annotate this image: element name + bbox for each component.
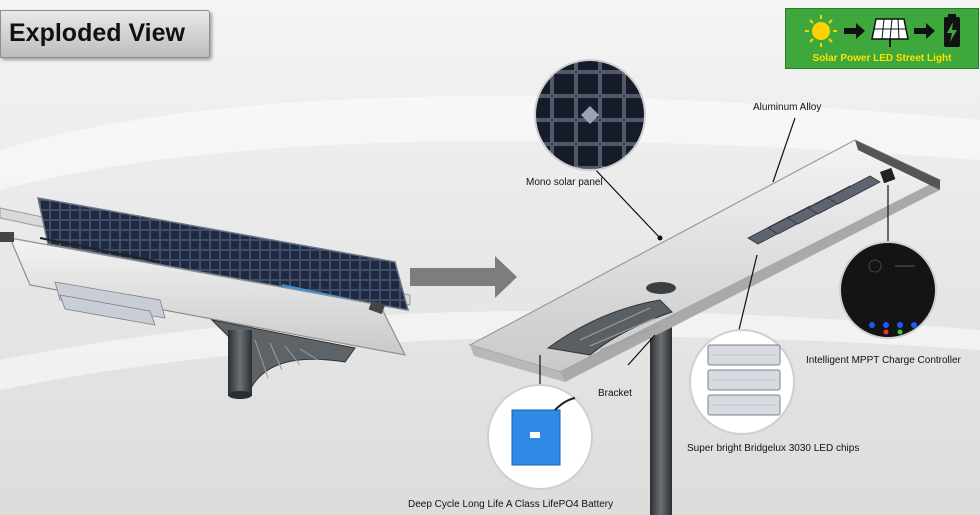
label-aluminum-alloy: Aluminum Alloy <box>753 102 822 113</box>
controller-zoom <box>839 241 937 339</box>
arrow-right-icon <box>844 23 865 39</box>
leader-lines <box>539 117 889 390</box>
sun-icon <box>805 15 837 47</box>
label-bracket: Bracket <box>598 388 632 399</box>
assembled-lamp <box>468 139 942 515</box>
exploded-lamp <box>0 197 411 399</box>
page-title: Exploded View <box>9 19 185 47</box>
assembled-led-modules <box>747 175 881 245</box>
label-charge-controller: Intelligent MPPT Charge Controller <box>806 355 961 366</box>
title-box: Exploded View <box>0 10 210 58</box>
direction-arrow-icon <box>410 256 517 298</box>
solar-panel-icon <box>871 18 909 47</box>
label-led-chips: Super bright Bridgelux 3030 LED chips <box>687 443 860 454</box>
exploded-solar-panel <box>37 197 410 311</box>
exploded-housing <box>9 237 407 356</box>
label-mono-solar-panel: Mono solar panel <box>526 177 603 188</box>
solar-panel-zoom <box>534 59 646 171</box>
product-badge: Solar Power LED Street Light <box>785 8 979 69</box>
label-battery: Deep Cycle Long Life A Class LifePO4 Bat… <box>408 499 614 510</box>
assembled-bracket <box>546 299 673 356</box>
badge-caption: Solar Power LED Street Light <box>812 53 952 64</box>
arrow-right-icon <box>914 23 935 39</box>
led-zoom <box>689 329 795 435</box>
battery-zoom <box>487 384 593 490</box>
battery-icon <box>944 14 960 47</box>
